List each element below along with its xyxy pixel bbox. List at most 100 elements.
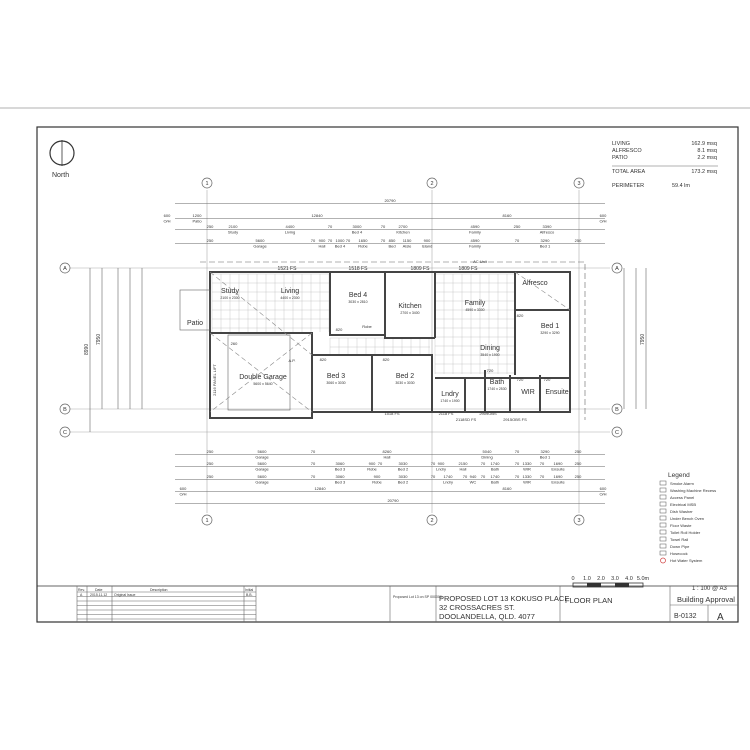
dimension-label: Bed 2 (398, 480, 409, 485)
dimension-value: 1740 (491, 474, 501, 479)
dimension-value: 4590 (471, 238, 481, 243)
dimension-label: Ensuite (551, 480, 565, 485)
rev-value: A (80, 593, 83, 597)
dimension-label: Alfresco (540, 230, 555, 235)
dimension-value: 8160 (503, 486, 513, 491)
scale-tick: 5.0m (637, 576, 650, 582)
plan-annotation: 1809 FS (459, 266, 479, 272)
dimension-value: 1740 (491, 461, 501, 466)
dimension-value: 70 (378, 461, 383, 466)
scale-ratio: 1 : 100 @ A3 (692, 586, 727, 592)
legend-symbol-icon (659, 501, 667, 507)
dimension-value: 20790 (387, 498, 399, 503)
sheet-border (36, 126, 739, 623)
perimeter-label: PERIMETER (612, 183, 644, 189)
dimension-value: 70 (463, 474, 468, 479)
dimension-label: Bed (388, 244, 395, 249)
grid-bubble-label: 1 (205, 181, 208, 187)
room-name: Family (465, 300, 486, 307)
room-name: Bed 4 (349, 292, 367, 299)
dimension-value: 600 (600, 213, 607, 218)
area-label: PATIO (612, 155, 628, 161)
plan-annotation: 2915OBS FS (503, 417, 527, 422)
grid-bubble (573, 177, 585, 189)
grid-bubble (201, 177, 213, 189)
dimension-value: 70 (431, 461, 436, 466)
plan-annotation: 1518 FS (384, 411, 399, 416)
initial-header: Initial (245, 588, 253, 592)
dimension-value: 70 (346, 238, 351, 243)
room-size: 3540 x 1900 (480, 353, 499, 357)
address-line: DOOLANDELLA, QLD. 4077 (439, 612, 535, 621)
room-name: Dining (480, 345, 500, 352)
dimension-label: O/H (163, 219, 170, 224)
plan-annotation: 720 (517, 377, 524, 382)
dimension-value: 3290 (541, 238, 551, 243)
dimension-value: 4400 (286, 224, 296, 229)
legend-item: Hot Water System (670, 558, 703, 563)
grid-bubble (59, 426, 71, 438)
floor-tiles (211, 273, 515, 374)
room-name: Bath (490, 379, 505, 386)
dimension-label: WIR (523, 467, 531, 472)
dimension-value: 250 (575, 461, 582, 466)
legend-item: Dish Washer (670, 509, 693, 514)
dimension-value: 900 (438, 461, 445, 466)
dimension-value: 3290 (541, 449, 551, 454)
dimension-label: Garage (255, 480, 269, 485)
area-label: LIVING (612, 141, 630, 147)
dimension-label: Bath (491, 480, 499, 485)
room-name: Ensuite (545, 389, 568, 396)
plan-annotation: 1518 FS (349, 266, 369, 272)
dimension-value: 900 (374, 474, 381, 479)
dimension-label: O/H (179, 492, 186, 497)
dimension-label: Hall (384, 455, 391, 460)
side-dim-inner: 7950 (96, 334, 102, 345)
dimension-label: Hall (460, 467, 467, 472)
grid-bubble-label: B (615, 407, 619, 413)
dimension-label: Bed 2 (398, 467, 409, 472)
scale-tick: 2.0 (597, 576, 605, 582)
total-area-value: 173.2 msq (691, 169, 717, 175)
dimension-label: Aisle (403, 244, 412, 249)
dimension-value: 5600 (258, 449, 268, 454)
dimension-label: Lndry (443, 480, 453, 485)
grid-bubble-label: A (615, 266, 619, 272)
dimension-value: 70 (311, 461, 316, 466)
address-line: 32 CROSSACRES ST. (439, 603, 515, 612)
room-name: Kitchen (398, 303, 421, 310)
dimension-label: Study (228, 230, 238, 235)
dimension-value: 250 (575, 238, 582, 243)
room-size: 1740 x 2530 (487, 387, 506, 391)
dimension-value: 12840 (311, 213, 323, 218)
dimension-label: Dining (481, 455, 492, 460)
dimension-label: Kitchen (396, 230, 409, 235)
dimension-label: Bed 3 (335, 467, 346, 472)
dimension-value: 900 (424, 238, 431, 243)
initial-value: B.B. (246, 593, 253, 597)
date-header: Date (95, 588, 102, 592)
dimension-value: 70 (515, 238, 520, 243)
room-name: Double Garage (239, 374, 287, 381)
grid-bubble-label: C (615, 430, 619, 436)
description-value: Original Issue (114, 593, 135, 597)
legend-item: Towel Rail (670, 537, 688, 542)
dimension-value: 250 (514, 224, 521, 229)
room-size: 3030 x 3030 (395, 381, 414, 385)
rev-header: Rev. (78, 588, 85, 592)
plan-annotation: 820 (336, 327, 343, 332)
dimension-value: 3030 (399, 461, 409, 466)
legend-symbol-icon (659, 522, 667, 528)
dimension-value: 1330 (523, 461, 533, 466)
room-name: Living (281, 288, 299, 295)
room-size: 4590 x 3300 (465, 308, 484, 312)
submission-type: Building Approval (677, 595, 735, 604)
legend-symbol-icon (659, 515, 667, 521)
area-value: 8.1 msq (697, 148, 717, 154)
dimension-value: 70 (311, 238, 316, 243)
area-label: ALFRESCO (612, 148, 642, 154)
dimension-value: 250 (575, 474, 582, 479)
grid-bubble-label: C (63, 430, 67, 436)
